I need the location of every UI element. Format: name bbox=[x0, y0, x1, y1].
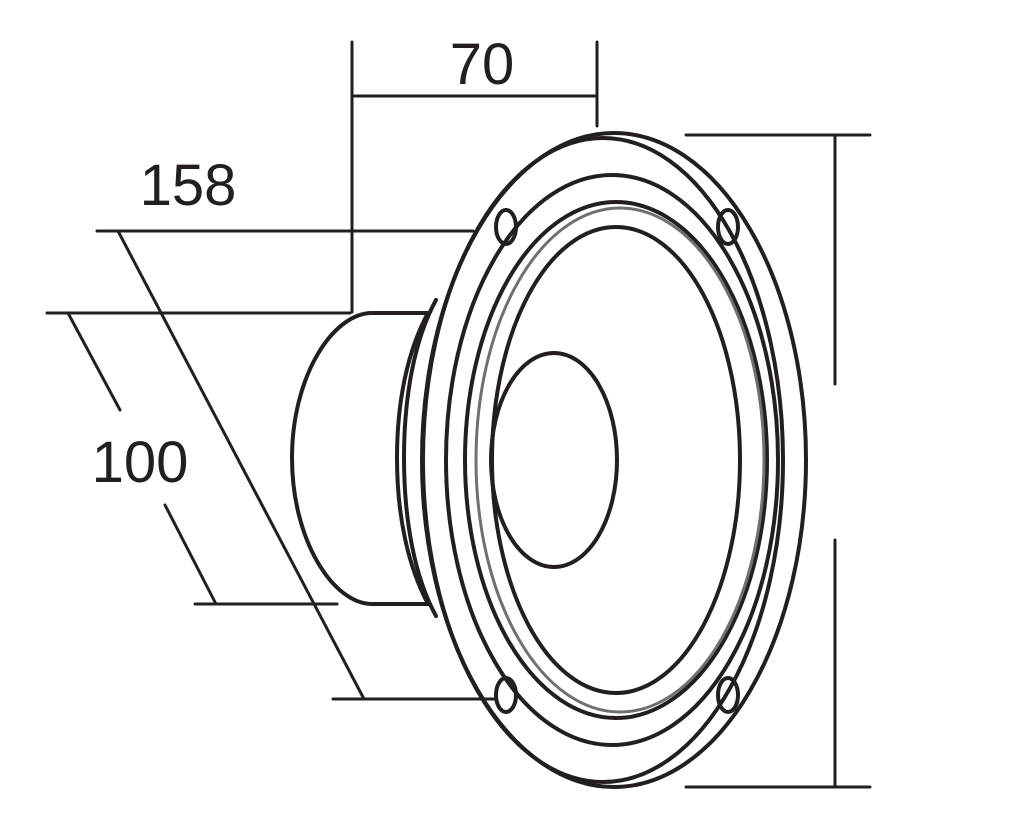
mounting-hole-top-left bbox=[494, 208, 518, 246]
magnet-diagonal-upper bbox=[66, 311, 122, 412]
frame-basket-edge bbox=[402, 298, 438, 618]
frame-outer-rim-inner bbox=[421, 136, 785, 784]
depth-label: 70 bbox=[450, 32, 515, 97]
frame-back-flange bbox=[395, 311, 430, 606]
frame-outer-rim bbox=[420, 131, 808, 789]
magnet-body bbox=[290, 311, 430, 606]
outer-diagonal-label: 158 bbox=[140, 153, 237, 218]
mounting-hole-top-right bbox=[716, 208, 740, 246]
mounting-hole-bottom-right bbox=[716, 676, 740, 714]
dimension-lines bbox=[45, 40, 872, 789]
outer-diagonal-line bbox=[116, 229, 366, 701]
frame-mounting-ring bbox=[444, 173, 780, 747]
magnet-diagonal-label: 100 bbox=[92, 430, 189, 495]
magnet-diagonal-lower bbox=[163, 503, 218, 606]
surround-outer bbox=[463, 200, 769, 720]
surround-accent bbox=[474, 206, 766, 714]
dust-cap bbox=[489, 351, 619, 569]
mounting-hole-bottom-left bbox=[494, 676, 518, 714]
speaker-drawing bbox=[290, 131, 808, 789]
